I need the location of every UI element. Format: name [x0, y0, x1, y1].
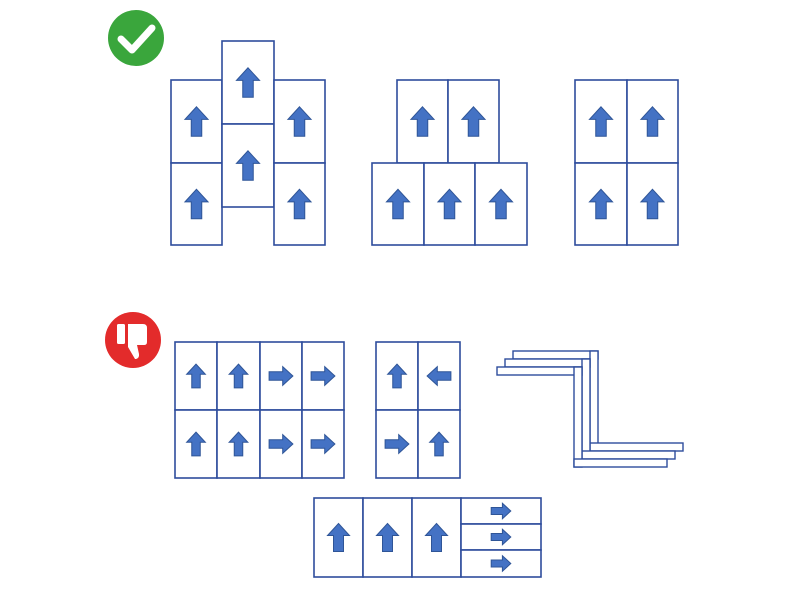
panel — [221, 123, 275, 208]
bad-examples — [174, 341, 684, 578]
up-arrow-icon — [639, 188, 666, 220]
right-arrow-icon — [490, 554, 512, 573]
up-arrow-icon — [409, 106, 436, 137]
up-arrow-icon — [424, 522, 449, 552]
three-plus-stack — [313, 497, 542, 578]
up-arrow-icon — [386, 363, 408, 389]
two-over-three — [371, 79, 528, 246]
z-panel — [496, 366, 668, 468]
right-arrow-icon — [268, 433, 294, 455]
mixed-four-by-two — [174, 341, 345, 479]
checkmark-icon — [108, 10, 164, 66]
five-panel-stagger — [170, 40, 326, 246]
badges — [105, 10, 164, 368]
up-arrow-icon — [639, 106, 666, 137]
right-arrow-icon — [490, 528, 512, 546]
up-arrow-icon — [326, 522, 351, 552]
up-arrow-icon — [228, 363, 249, 389]
up-arrow-icon — [286, 106, 313, 137]
up-arrow-icon — [385, 188, 411, 220]
up-arrow-icon — [183, 188, 210, 220]
mixed-two-by-two — [375, 341, 461, 479]
right-arrow-icon — [310, 365, 336, 387]
up-arrow-icon — [235, 67, 261, 98]
up-arrow-icon — [185, 363, 207, 389]
up-arrow-icon — [375, 522, 400, 552]
good-examples — [170, 40, 679, 246]
up-arrow-icon — [185, 431, 207, 457]
right-arrow-icon — [268, 365, 294, 387]
up-arrow-icon — [183, 106, 210, 137]
up-arrow-icon — [588, 188, 614, 220]
up-arrow-icon — [286, 188, 313, 220]
left-arrow-icon — [426, 365, 452, 387]
right-arrow-icon — [310, 433, 336, 455]
two-by-two — [574, 79, 679, 246]
right-arrow-icon — [490, 502, 512, 520]
right-arrow-icon — [384, 433, 410, 455]
up-arrow-icon — [460, 106, 487, 137]
thumbs-down-icon — [105, 312, 161, 368]
up-arrow-icon — [488, 188, 514, 220]
up-arrow-icon — [436, 188, 463, 220]
up-arrow-icon — [428, 431, 450, 457]
stacked-z-panels — [496, 350, 684, 468]
up-arrow-icon — [588, 106, 614, 137]
up-arrow-icon — [235, 150, 261, 181]
up-arrow-icon — [228, 431, 249, 457]
